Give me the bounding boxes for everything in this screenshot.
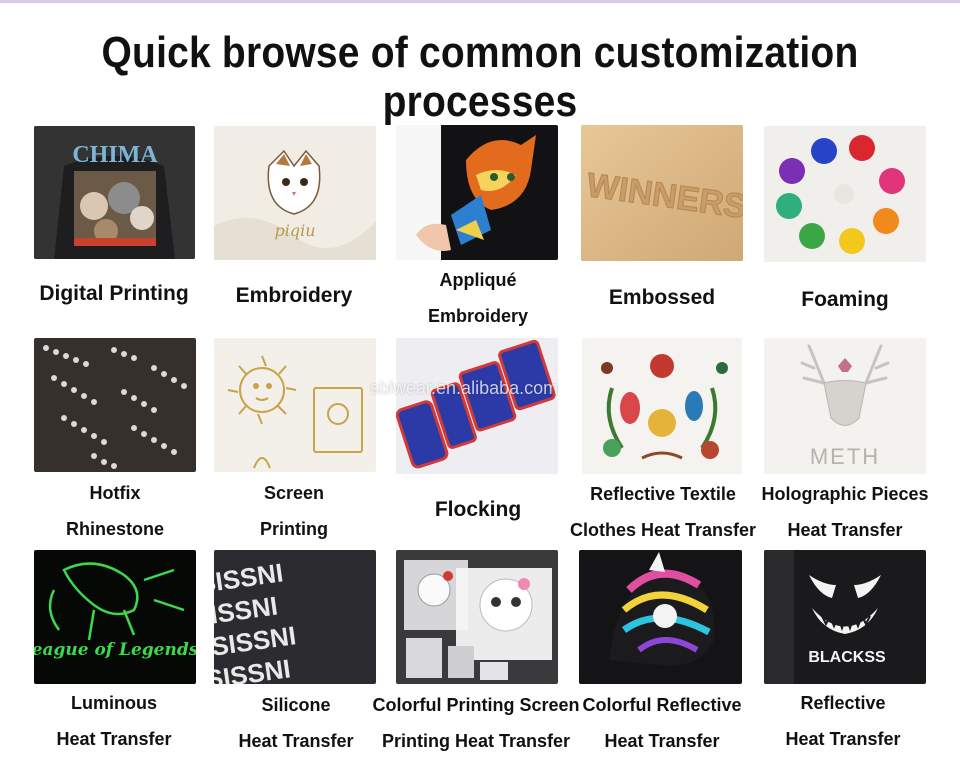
digital-printing-photo: CHIMA bbox=[34, 126, 195, 259]
caption-embossed: Embossed bbox=[608, 286, 716, 309]
luminous-photo: League of Legends bbox=[34, 550, 196, 684]
reflective-word: BLACKSS bbox=[808, 649, 886, 666]
caption-luminous: Luminous Heat Transfer bbox=[56, 693, 172, 749]
caption-digital-printing: Digital Printing bbox=[39, 282, 189, 305]
luminous-word: League of Legends bbox=[34, 640, 196, 660]
hotfix-rhinestone-photo bbox=[34, 338, 196, 472]
caption-applique-embroidery: Appliqué Embroidery bbox=[427, 270, 529, 326]
applique-embroidery-photo bbox=[396, 125, 558, 260]
reflective-textile-photo bbox=[582, 338, 742, 474]
embroidery-photo: piqiu bbox=[214, 126, 376, 260]
caption-holographic-pieces: Holographic Pieces Heat Transfer bbox=[761, 484, 929, 540]
embossed-photo: WINNERS bbox=[581, 125, 743, 261]
caption-screen-printing: Screen Printing bbox=[260, 483, 328, 539]
foaming-photo bbox=[764, 126, 926, 262]
page-title: Quick browse of common customization pro… bbox=[101, 28, 859, 127]
colorful-reflective-photo bbox=[579, 550, 742, 684]
screen-printing-photo bbox=[214, 338, 376, 472]
watermark: sblwear.en.alibaba.com bbox=[370, 378, 559, 398]
caption-colorful-reflective: Colorful Reflective Heat Transfer bbox=[582, 695, 742, 751]
silicone-photo: SISSNI SISSNI SISSNI SISSNI bbox=[214, 550, 376, 684]
reflective-photo: BLACKSS bbox=[764, 550, 926, 684]
caption-reflective-textile: Reflective Textile Clothes Heat Transfer bbox=[569, 484, 757, 540]
caption-flocking: Flocking bbox=[434, 498, 522, 521]
digital-printing-word: CHIMA bbox=[72, 142, 158, 168]
colorful-printing-screen-photo bbox=[396, 550, 558, 684]
top-border bbox=[0, 0, 960, 3]
caption-embroidery: Embroidery bbox=[235, 284, 353, 307]
holographic-word: METH bbox=[810, 444, 880, 469]
holographic-pieces-photo: METH bbox=[764, 338, 926, 474]
embroidery-word: piqiu bbox=[274, 221, 315, 240]
caption-foaming: Foaming bbox=[801, 288, 889, 311]
caption-colorful-printing-screen: Colorful Printing Screen Printing Heat T… bbox=[372, 695, 580, 751]
caption-hotfix-rhinestone: Hotfix Rhinestone bbox=[65, 483, 164, 539]
flocking-photo bbox=[396, 338, 558, 474]
caption-reflective: Reflective Heat Transfer bbox=[785, 693, 901, 749]
caption-silicone: Silicone Heat Transfer bbox=[238, 695, 354, 751]
